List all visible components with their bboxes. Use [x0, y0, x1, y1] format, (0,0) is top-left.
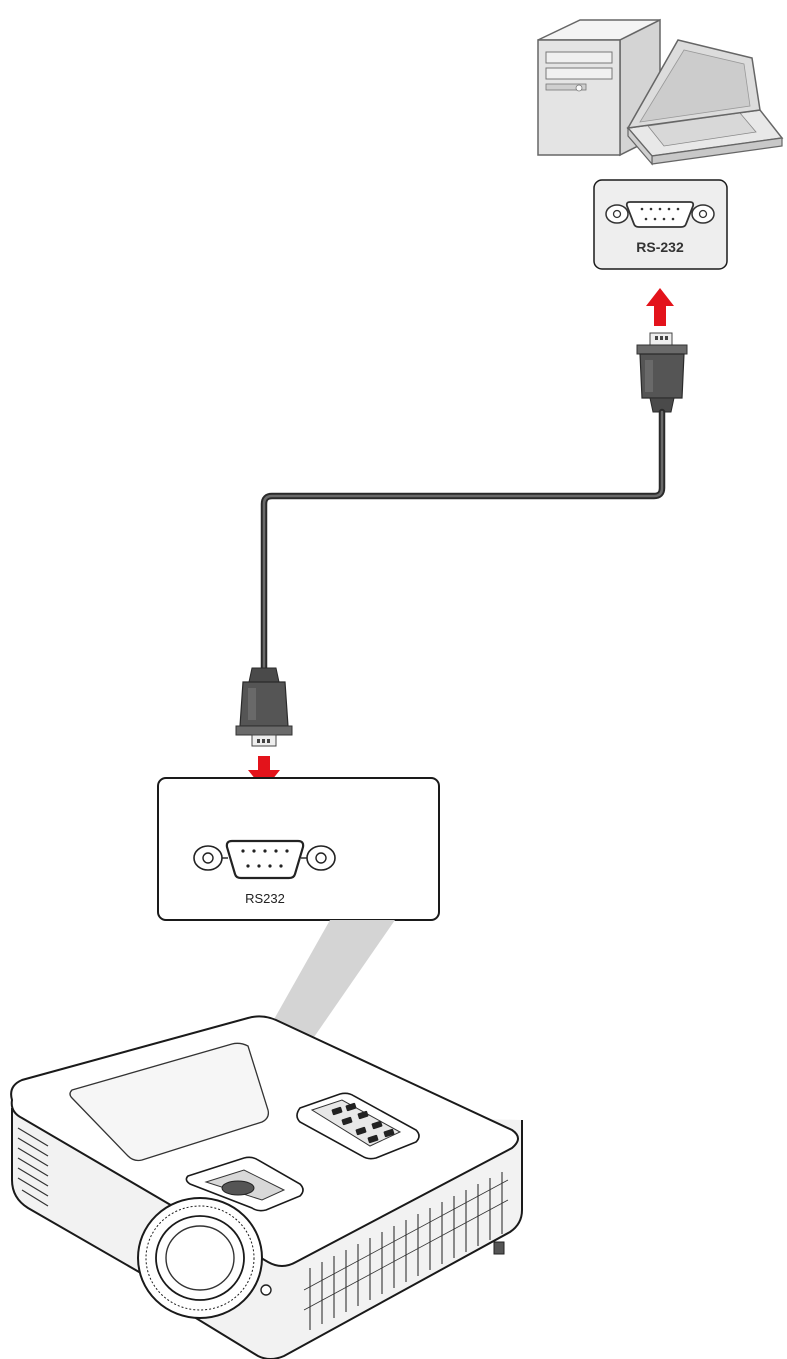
projector-keypad-icon: [296, 1092, 420, 1160]
projector-icon: [10, 1015, 523, 1359]
red-arrow-down-icon: [248, 756, 280, 790]
db9-port-icon: [605, 201, 715, 228]
desktop-tower-icon: [537, 18, 661, 157]
computer-icon: [537, 18, 784, 166]
db9-connector-bottom-icon: [235, 667, 293, 747]
projector-port-label: RS232: [245, 891, 285, 906]
pc-port-label: RS-232: [636, 239, 684, 255]
db9-port-icon: [193, 839, 336, 880]
callout-beam: [268, 920, 395, 1040]
red-arrow-up-icon: [646, 288, 674, 326]
projector-vent-left: [17, 1127, 49, 1207]
rs232-cable: [260, 408, 666, 672]
projector-vent-right: [309, 1172, 503, 1330]
db9-connector-top-icon: [636, 332, 688, 413]
projector-rs232-port-panel: RS232: [157, 777, 440, 921]
pc-rs232-port-panel: RS-232: [593, 179, 728, 270]
laptop-icon: [626, 39, 784, 166]
projector-lens-icon: [137, 1197, 263, 1319]
